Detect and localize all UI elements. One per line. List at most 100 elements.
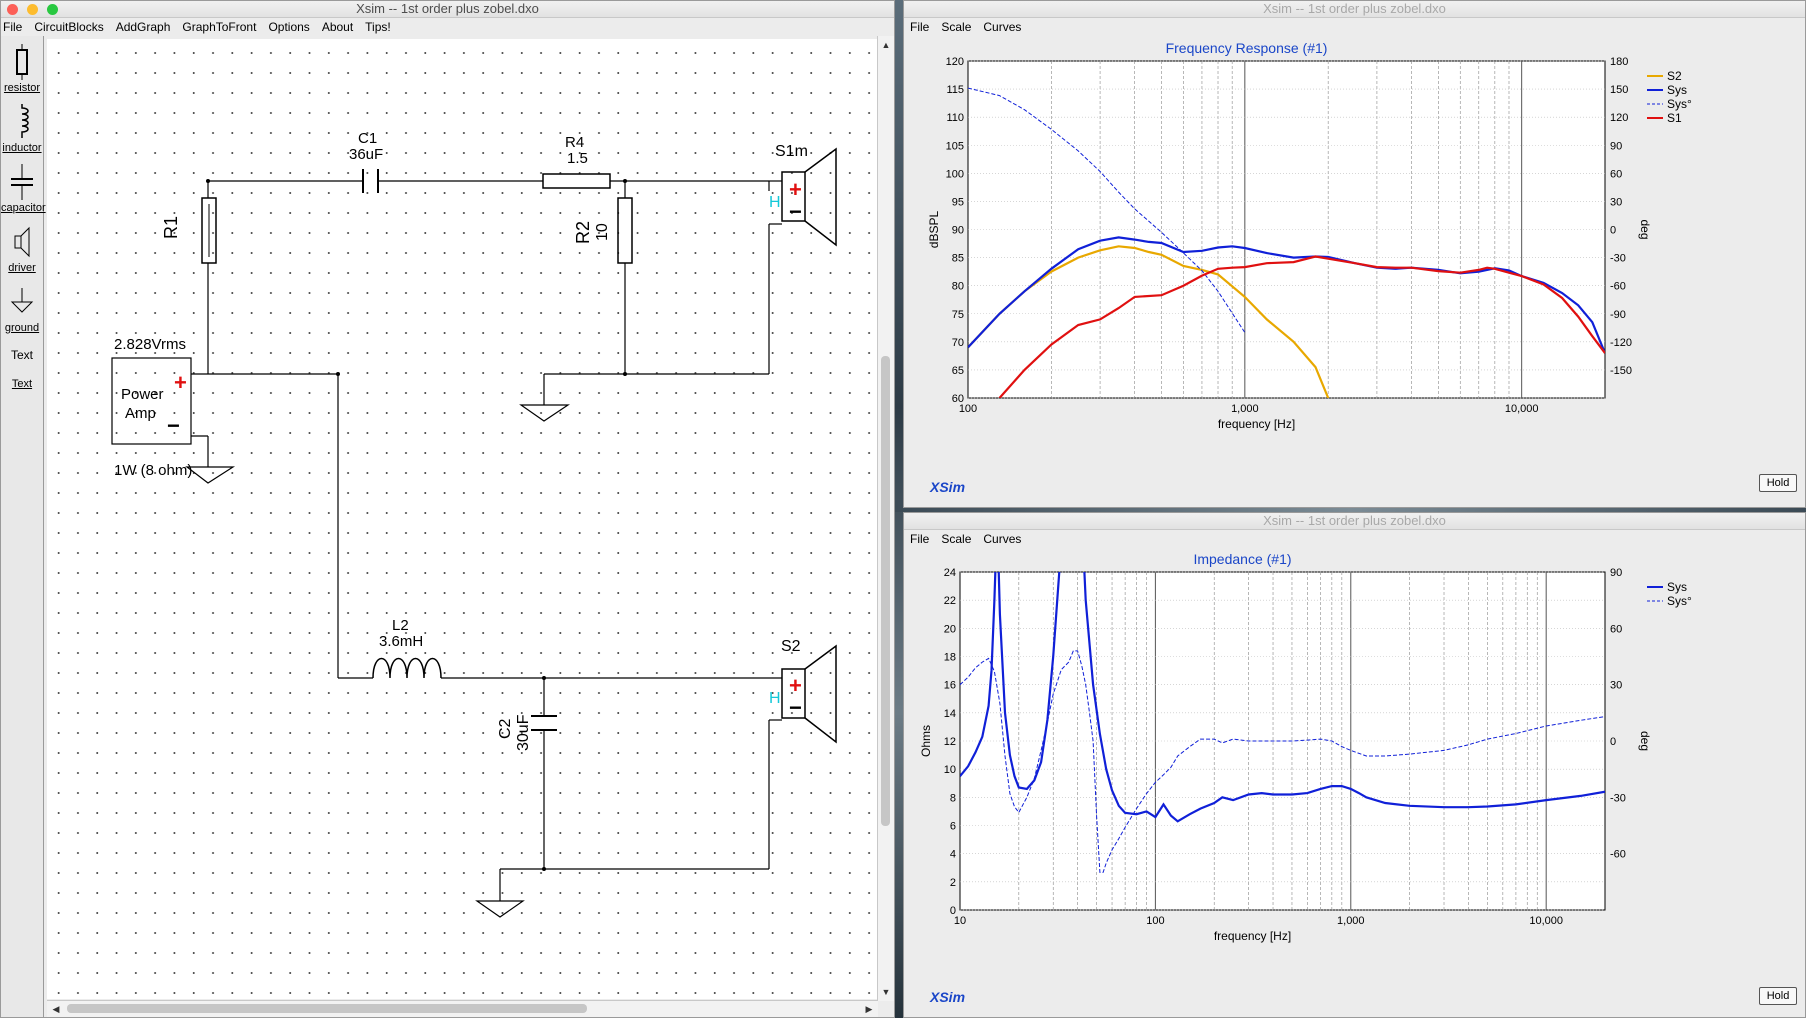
r1-body — [201, 197, 217, 264]
schematic-titlebar: Xsim -- 1st order plus zobel.dxo — [1, 1, 894, 18]
menu-curves[interactable]: Curves — [983, 20, 1022, 34]
tool-label: Text — [11, 378, 33, 390]
window-title: Xsim -- 1st order plus zobel.dxo — [1263, 1, 1446, 16]
y2-tick-label: 30 — [1610, 680, 1622, 692]
frequency-chart[interactable]: 6065707580859095100105110115120-150-120-… — [904, 36, 1805, 506]
tool-label: driver — [8, 262, 36, 274]
component-palette: resistor inductor capacitor driver groun… — [1, 36, 46, 1017]
amp-label-amp: Amp — [125, 405, 156, 422]
s1-plus-sign: + — [789, 177, 802, 202]
s1-h-marker: H — [769, 194, 781, 211]
s2-h-marker: H — [769, 690, 781, 707]
c1-value: 36uF — [349, 146, 383, 163]
impedance-menubar: File Scale Curves — [904, 530, 1805, 548]
tool-label: inductor — [2, 142, 42, 154]
series-line-sys-phase — [960, 650, 1605, 873]
x-axis-label: frequency [Hz] — [1214, 929, 1291, 943]
menu-scale[interactable]: Scale — [941, 20, 972, 34]
menu-tips[interactable]: Tips! — [365, 20, 391, 34]
tool-capacitor[interactable]: capacitor — [1, 162, 46, 218]
junction-dot — [336, 372, 340, 376]
y2-tick-label: 0 — [1610, 225, 1616, 237]
y-tick-label: 115 — [946, 84, 964, 96]
s2-plus-sign: + — [789, 673, 802, 698]
tool-driver[interactable]: driver — [1, 222, 43, 278]
menu-circuitblocks[interactable]: CircuitBlocks — [34, 20, 104, 34]
menu-options[interactable]: Options — [268, 20, 310, 34]
chart-title: Impedance (#1) — [1193, 551, 1291, 567]
y2-tick-label: -90 — [1610, 309, 1626, 321]
menu-curves[interactable]: Curves — [983, 532, 1022, 546]
y2-tick-label: -30 — [1610, 792, 1626, 804]
menu-file[interactable]: File — [910, 20, 930, 34]
tool-inductor[interactable]: inductor — [1, 102, 43, 158]
s2-driver-cone — [804, 644, 837, 744]
scroll-left-arrow-icon[interactable]: ◀ — [52, 1004, 60, 1014]
junction-dot — [206, 179, 210, 183]
hold-button[interactable]: Hold — [1759, 474, 1797, 492]
y-tick-label: 0 — [950, 905, 956, 917]
y2-tick-label: 60 — [1610, 623, 1622, 635]
frequency-window: Xsim -- 1st order plus zobel.dxo File Sca… — [903, 0, 1806, 508]
tool-label: ground — [4, 322, 40, 334]
chart-title: Frequency Response (#1) — [1166, 40, 1328, 56]
zoom-button[interactable] — [47, 4, 58, 15]
minimize-button[interactable] — [27, 4, 38, 15]
inductor-icon — [21, 104, 29, 138]
menu-file[interactable]: File — [3, 20, 23, 34]
y-tick-label: 18 — [944, 652, 956, 664]
vertical-scrollbar[interactable]: ▲ ▼ — [877, 36, 894, 1001]
x-axis-label: frequency [Hz] — [1218, 417, 1295, 431]
menu-graphtofront[interactable]: GraphToFront — [182, 20, 257, 34]
y-tick-label: 105 — [946, 140, 964, 152]
menu-addgraph[interactable]: AddGraph — [115, 20, 171, 34]
junction-dot — [542, 867, 546, 871]
tool-text-label[interactable]: Text — [1, 378, 43, 396]
y-tick-label: 22 — [944, 595, 956, 607]
y2-tick-label: 60 — [1610, 168, 1622, 180]
scroll-up-arrow-icon[interactable]: ▲ — [881, 40, 891, 50]
s2-name: S2 — [781, 638, 801, 655]
xsim-brand: XSim — [930, 989, 966, 1005]
y2-tick-label: 90 — [1610, 567, 1622, 579]
horizontal-scrollbar[interactable]: ◀ ▶ — [47, 1000, 878, 1017]
y-tick-label: 4 — [950, 849, 956, 861]
series-line-sys — [960, 572, 1605, 823]
c2-name: C2 — [497, 718, 514, 739]
y-tick-label: 95 — [952, 196, 964, 208]
schematic-window: Xsim -- 1st order plus zobel.dxo File Cir… — [0, 0, 895, 1018]
y-tick-label: 16 — [944, 680, 956, 692]
menu-about[interactable]: About — [321, 20, 354, 34]
s1-driver-cone — [804, 147, 837, 247]
ground-symbol — [475, 900, 525, 918]
scroll-down-arrow-icon[interactable]: ▼ — [881, 987, 891, 997]
legend-label: Sys° — [1667, 97, 1692, 111]
horizontal-scroll-thumb[interactable] — [67, 1004, 587, 1013]
menu-file[interactable]: File — [910, 532, 930, 546]
amp-power: 1W (8 ohm) — [114, 462, 192, 479]
legend-label: S1 — [1667, 111, 1682, 125]
x-tick-label: 100 — [1146, 915, 1164, 927]
schematic-menubar: File CircuitBlocks AddGraph GraphToFront Opt… — [1, 18, 894, 36]
y-axis-label: Ohms — [919, 725, 933, 757]
xsim-brand: XSim — [930, 479, 966, 495]
tool-label: capacitor — [1, 202, 46, 214]
series-line-s1 — [998, 255, 1605, 398]
y2-tick-label: 180 — [1610, 56, 1628, 68]
y-tick-label: 75 — [952, 309, 964, 321]
hold-button[interactable]: Hold — [1759, 987, 1797, 1005]
close-button[interactable] — [7, 4, 18, 15]
tool-text[interactable]: Text — [1, 348, 43, 368]
schematic-canvas[interactable]: C1 36uF R4 1.5 R1 R2 10 S1m S2 L2 3.6mH … — [47, 39, 877, 999]
x-tick-label: 10 — [954, 915, 966, 927]
y-tick-label: 65 — [952, 365, 964, 377]
text-icon: Text — [10, 348, 33, 362]
tool-resistor[interactable]: resistor — [1, 42, 43, 98]
tool-ground[interactable]: ground — [1, 282, 43, 338]
menu-scale[interactable]: Scale — [941, 532, 972, 546]
r4-value: 1.5 — [567, 150, 588, 167]
scroll-right-arrow-icon[interactable]: ▶ — [865, 1004, 873, 1014]
vertical-scroll-thumb[interactable] — [881, 356, 890, 826]
